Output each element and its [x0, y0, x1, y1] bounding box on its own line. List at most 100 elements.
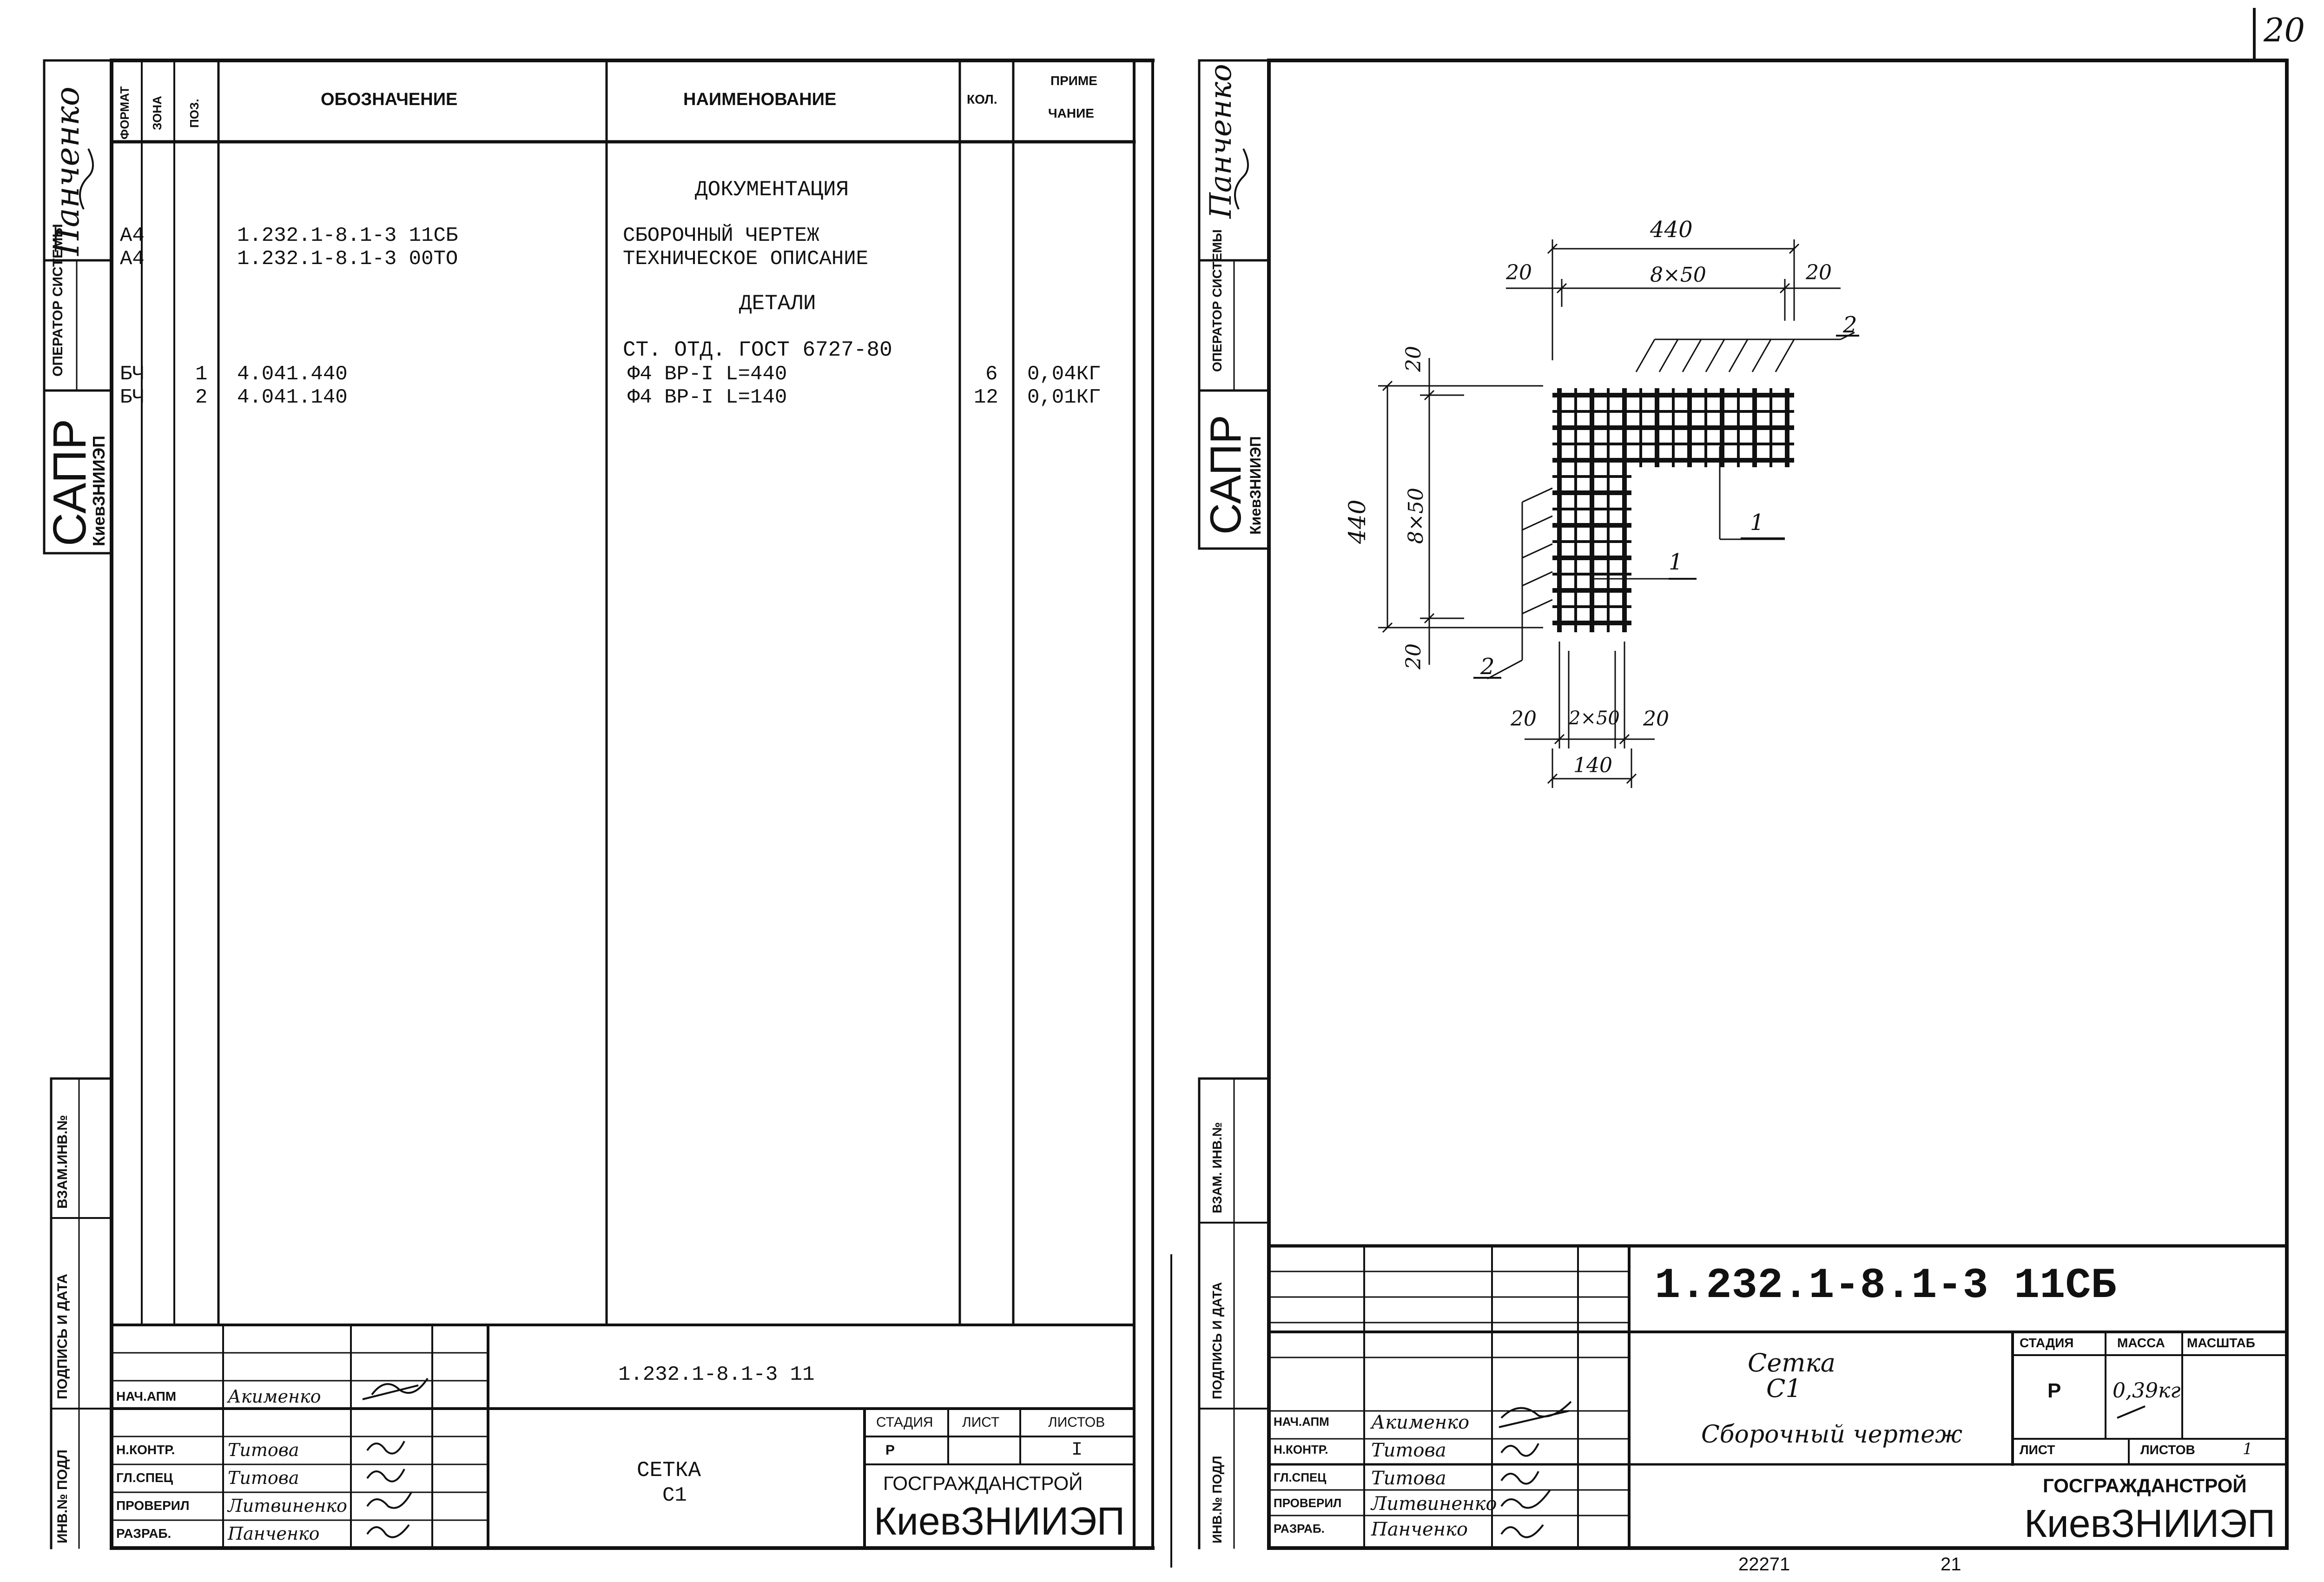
detail-row-1-oboz: 4.041.440: [237, 363, 348, 386]
detail-row-2-kol: 12: [974, 386, 998, 409]
right-role-gl-spec: ГЛ.СПЕЦ: [1274, 1470, 1327, 1484]
doc-row-2-oboz: 1.232.1-8.1-3 00ТО: [237, 247, 458, 271]
leader-2-top: 2: [1843, 312, 1857, 338]
right-tb-massa-label: МАССА: [2117, 1336, 2165, 1350]
dim-20-top-left: 20: [1506, 261, 1532, 285]
right-tb-name-1: Сетка: [1748, 1348, 1835, 1377]
right-tb-list-label: ЛИСТ: [2020, 1443, 2055, 1457]
left-name-akimenko: Акименко: [228, 1386, 321, 1407]
hdr-prime-1: ПРИМЕ: [1050, 73, 1097, 88]
right-sapr-title: САПР: [1201, 415, 1250, 535]
dim-8x50-top: 8×50: [1650, 263, 1706, 287]
right-name-titova-2: Титова: [1371, 1468, 1446, 1489]
right-podpis-label: ПОДПИСЬ И ДАТА: [1210, 1282, 1224, 1399]
detail-row-1-format: БЧ: [120, 363, 145, 386]
hdr-oboznachenie: ОБОЗНАЧЕНИЕ: [321, 90, 458, 109]
detail-row-2-oboz: 4.041.140: [237, 386, 348, 409]
left-name-litvinenko: Литвиненко: [228, 1496, 347, 1516]
dim-20-left-top: 20: [1402, 346, 1426, 372]
left-role-nach-apm: НАЧ.АПМ: [116, 1389, 177, 1403]
right-tb-designation: 1.232.1-8.1-3 11СБ: [1655, 1261, 2117, 1310]
dim-140: 140: [1573, 754, 1612, 777]
left-name-titova-2: Титова: [228, 1468, 299, 1488]
left-operator-label: ОПЕРАТОР СИСТЕМЫ: [50, 224, 66, 377]
right-tb-masshtab-label: МАСШТАБ: [2187, 1336, 2255, 1350]
right-role-razrab: РАЗРАБ.: [1274, 1522, 1325, 1536]
right-side-signer: Панченко: [1204, 64, 1238, 218]
right-tb-name-3: Сборочный чертеж: [1701, 1421, 1962, 1449]
left-tb-org-2: КиевЗНИИЭП: [874, 1499, 1125, 1543]
left-inv-label: ИНВ.№ ПОДЛ: [55, 1450, 70, 1543]
left-tb-designation: 1.232.1-8.1-3 11: [618, 1363, 815, 1386]
right-role-n-kontr: Н.КОНТР.: [1274, 1443, 1328, 1456]
left-tb-name-2: С1: [662, 1484, 687, 1507]
dim-440-left: 440: [1344, 499, 1371, 544]
detail-material: СТ. ОТД. ГОСТ 6727-80: [623, 338, 892, 362]
leader-1-lower: 1: [1669, 549, 1683, 575]
hdr-naimenovanie: НАИМЕНОВАНИЕ: [683, 90, 837, 109]
leader-2-left: 2: [1480, 654, 1495, 680]
hdr-format: ФОРМАТ: [118, 86, 132, 139]
right-tb-listov: 1: [2243, 1440, 2253, 1458]
hdr-prime-2: ЧАНИЕ: [1048, 106, 1094, 120]
left-tb-stadiya: Р: [885, 1443, 895, 1458]
doc-row-1-format: А4: [120, 224, 145, 247]
doc-row-1-name: СБОРОЧНЫЙ ЧЕРТЕЖ: [623, 224, 819, 247]
right-tb-org-1: ГОСГРАЖДАНСТРОЙ: [2043, 1475, 2247, 1496]
section-details: ДЕТАЛИ: [739, 291, 816, 316]
detail-row-2-name: Ф4 ВР-I L=140: [627, 386, 787, 409]
right-operator-label: ОПЕРАТОР СИСТЕМЫ: [1210, 229, 1224, 372]
dim-2x50: 2×50: [1569, 708, 1620, 729]
left-tb-listov: I: [1071, 1440, 1083, 1461]
detail-row-1-prim: 0,04КГ: [1027, 363, 1101, 386]
doc-row-1-oboz: 1.232.1-8.1-3 11СБ: [237, 224, 458, 247]
right-role-proveril: ПРОВЕРИЛ: [1274, 1496, 1342, 1510]
hdr-kol: КОЛ.: [967, 92, 997, 106]
left-sapr-title: САПР: [44, 418, 96, 546]
dim-8x50-left: 8×50: [1404, 488, 1428, 544]
left-tb-name-1: СЕТКА: [637, 1458, 701, 1483]
left-role-proveril: ПРОВЕРИЛ: [116, 1498, 190, 1513]
left-vzam-label: ВЗАМ.ИНВ.№: [55, 1115, 70, 1209]
right-tb-org-2: КиевЗНИИЭП: [2024, 1502, 2276, 1545]
right-tb-stadiya-label: СТАДИЯ: [2020, 1336, 2074, 1350]
mesh-drawing: [1378, 239, 1859, 788]
signature-scribbles: [79, 148, 2146, 1538]
left-name-panchenko: Панченко: [228, 1523, 320, 1544]
left-role-razrab: РАЗРАБ.: [116, 1526, 172, 1541]
detail-row-1-poz: 1: [195, 363, 208, 386]
right-name-panchenko: Панченко: [1371, 1519, 1468, 1540]
doc-row-2-name: ТЕХНИЧЕСКОЕ ОПИСАНИЕ: [623, 247, 869, 271]
right-tb-massa: 0,39кг: [2113, 1379, 2181, 1403]
right-name-titova-1: Титова: [1371, 1440, 1446, 1461]
footer-code: 22271: [1738, 1554, 1790, 1575]
dim-20-top-right: 20: [1806, 261, 1832, 285]
dim-440-top: 440: [1650, 217, 1693, 243]
right-sapr-org: КиевЗНИИЭП: [1247, 436, 1264, 535]
detail-row-1-name: Ф4 ВР-I L=440: [627, 363, 787, 386]
right-name-akimenko: Акименко: [1371, 1412, 1470, 1433]
left-sapr-org: КиевЗНИИЭП: [89, 435, 108, 546]
dim-20-left-bottom: 20: [1402, 643, 1426, 669]
section-documentation: ДОКУМЕНТАЦИЯ: [695, 178, 849, 202]
hdr-zona: ЗОНА: [150, 96, 164, 130]
dim-20-bottom-left: 20: [1511, 707, 1537, 731]
left-tb-org-1: ГОСГРАЖДАНСТРОЙ: [883, 1472, 1083, 1494]
left-tb-stadiya-label: СТАДИЯ: [876, 1415, 933, 1430]
detail-row-1-kol: 6: [985, 363, 998, 386]
detail-row-2-format: БЧ: [120, 386, 145, 409]
corner-page-number: 20: [2264, 11, 2305, 49]
doc-row-2-format: А4: [120, 247, 145, 271]
left-name-titova-1: Титова: [228, 1440, 299, 1460]
detail-row-2-poz: 2: [195, 386, 208, 409]
left-role-n-kontr: Н.КОНТР.: [116, 1443, 175, 1457]
right-inv-label: ИНВ.№ ПОДЛ: [1210, 1456, 1224, 1543]
left-role-gl-spec: ГЛ.СПЕЦ: [116, 1470, 173, 1485]
footer-page: 21: [1941, 1554, 1961, 1575]
left-tb-list-label: ЛИСТ: [962, 1415, 1000, 1430]
right-role-nach-apm: НАЧ.АПМ: [1274, 1415, 1329, 1429]
right-tb-listov-label: ЛИСТОВ: [2140, 1443, 2195, 1457]
right-name-litvinenko: Литвиненко: [1371, 1493, 1497, 1515]
leader-1-upper: 1: [1750, 510, 1764, 536]
